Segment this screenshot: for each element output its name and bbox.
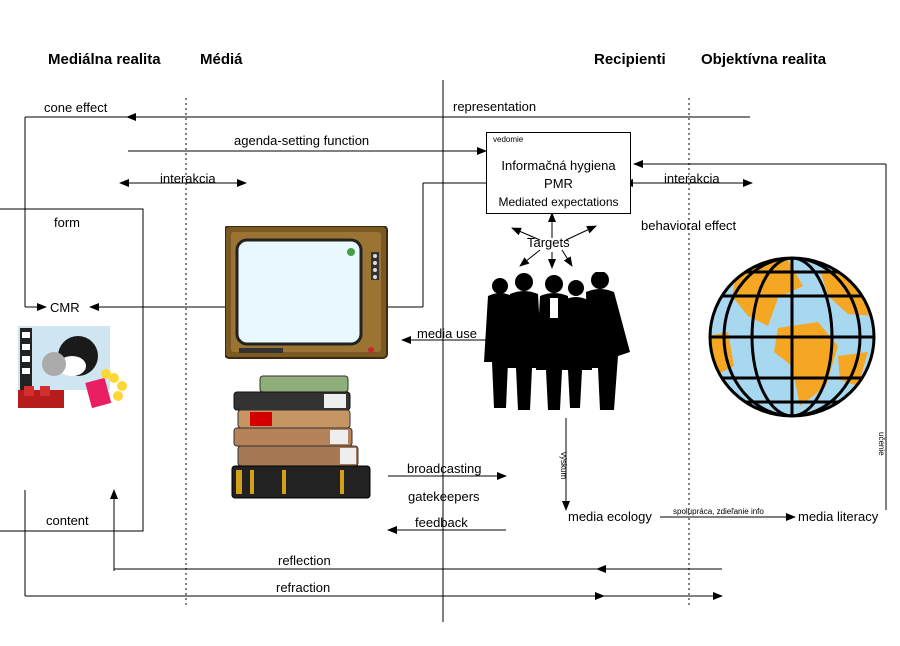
label-content: content [46,513,89,528]
consciousness-box-title: vedomie [493,135,524,144]
people-silhouette-icon [484,272,630,410]
label-interakcia-right: interakcia [664,171,720,186]
label-media-ecology: media ecology [568,509,652,524]
box-line-pmr: PMR [544,176,573,191]
label-reflection: reflection [278,553,331,568]
label-spolupraca: spolupráca, zdieľanie info [673,507,764,516]
label-media-literacy: media literacy [798,509,879,524]
label-interakcia-left: interakcia [160,171,216,186]
label-feedback: feedback [415,515,468,530]
book-stack-icon [231,375,371,499]
label-cone-effect: cone effect [44,100,108,115]
label-targets: Targets [527,235,570,250]
label-ucenie: učenie [877,432,886,456]
label-gatekeepers: gatekeepers [408,489,480,504]
label-agenda-setting: agenda-setting function [234,133,370,148]
label-behavioral-effect: behavioral effect [641,218,737,233]
label-media-use: media use [417,326,477,341]
consciousness-box: vedomie Informačná hygiena PMR Mediated … [486,132,631,214]
label-broadcasting: broadcasting [407,461,482,476]
television-icon [225,226,388,359]
header-media: Médiá [200,51,243,68]
label-vyskum: výskum [559,452,568,480]
form-content-bracket [0,208,144,532]
label-cmr: CMR [50,300,80,315]
label-form: form [54,215,80,230]
label-representation: representation [453,99,537,114]
box-line-informacna-hygiena: Informačná hygiena [501,158,616,173]
header-objektivna-realita: Objektívna realita [701,51,827,68]
cinema-clipart-icon [18,326,127,409]
globe-icon [708,256,876,418]
header-medialna-realita: Mediálna realita [48,51,161,68]
header-recipienti: Recipienti [594,51,666,68]
box-line-mediated-expectations: Mediated expectations [498,195,619,209]
label-refraction: refraction [276,580,331,595]
